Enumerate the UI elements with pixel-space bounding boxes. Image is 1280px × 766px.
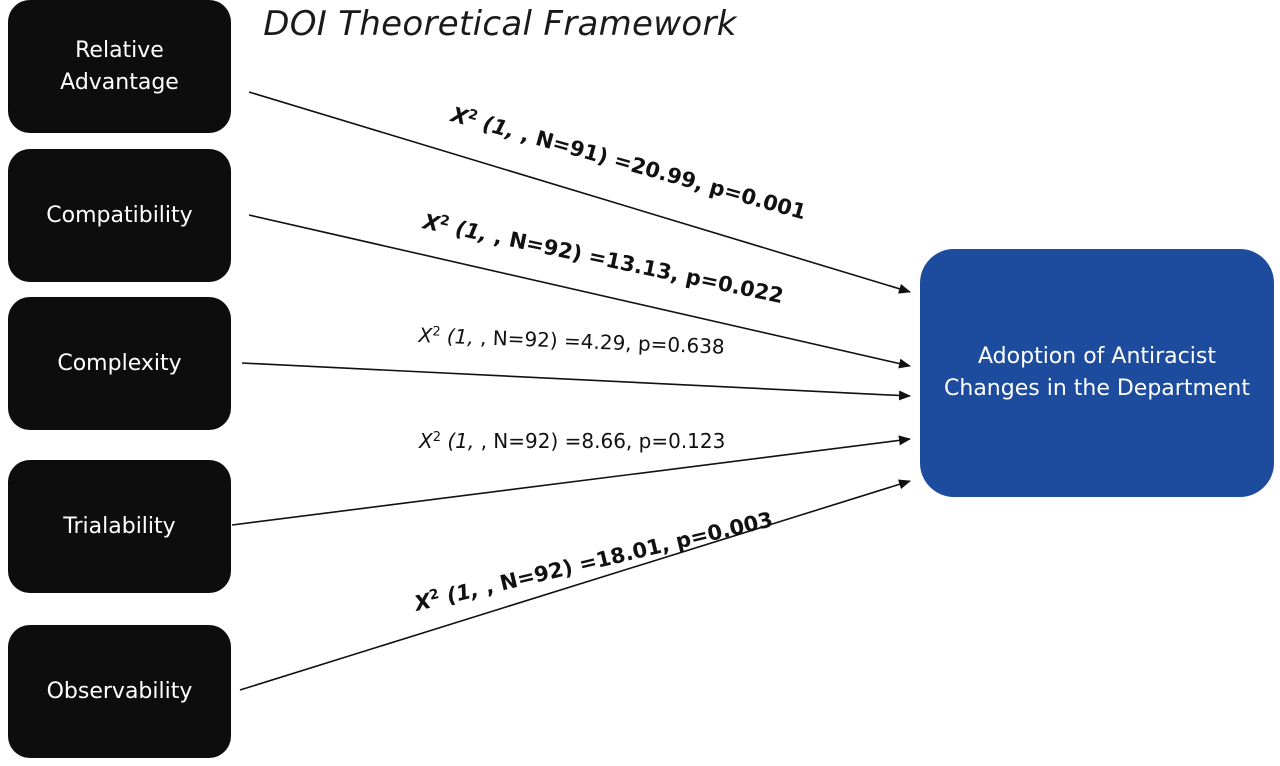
- node-trialability: Trialability: [8, 460, 231, 593]
- edge-arrow-complexity: [241, 362, 911, 401]
- edge-arrow-compatibility: [248, 214, 911, 369]
- chi-symbol: X: [419, 429, 433, 453]
- chi-superscript: 2: [432, 429, 441, 445]
- chi-symbol: X: [418, 323, 433, 348]
- node-compatibility: Compatibility: [8, 149, 231, 282]
- edge-arrow-observability: [239, 479, 911, 691]
- df-open: (1,: [440, 429, 481, 453]
- diagram-title: DOI Theoretical Framework: [263, 4, 737, 44]
- edge-arrow-trialability: [231, 435, 911, 526]
- df-open: (1,: [440, 323, 481, 350]
- node-relative-advantage: Relative Advantage: [8, 0, 231, 133]
- stat-text: , N=92) =8.66, p=0.123: [480, 429, 726, 453]
- edge-arrow-relative-advantage: [248, 91, 911, 294]
- node-adoption-target: Adoption of Antiracist Changes in the De…: [920, 249, 1274, 497]
- node-complexity: Complexity: [8, 297, 231, 430]
- node-observability: Observability: [8, 625, 231, 758]
- edge-label-trialability: X2 (1, , N=92) =8.66, p=0.123: [419, 429, 725, 453]
